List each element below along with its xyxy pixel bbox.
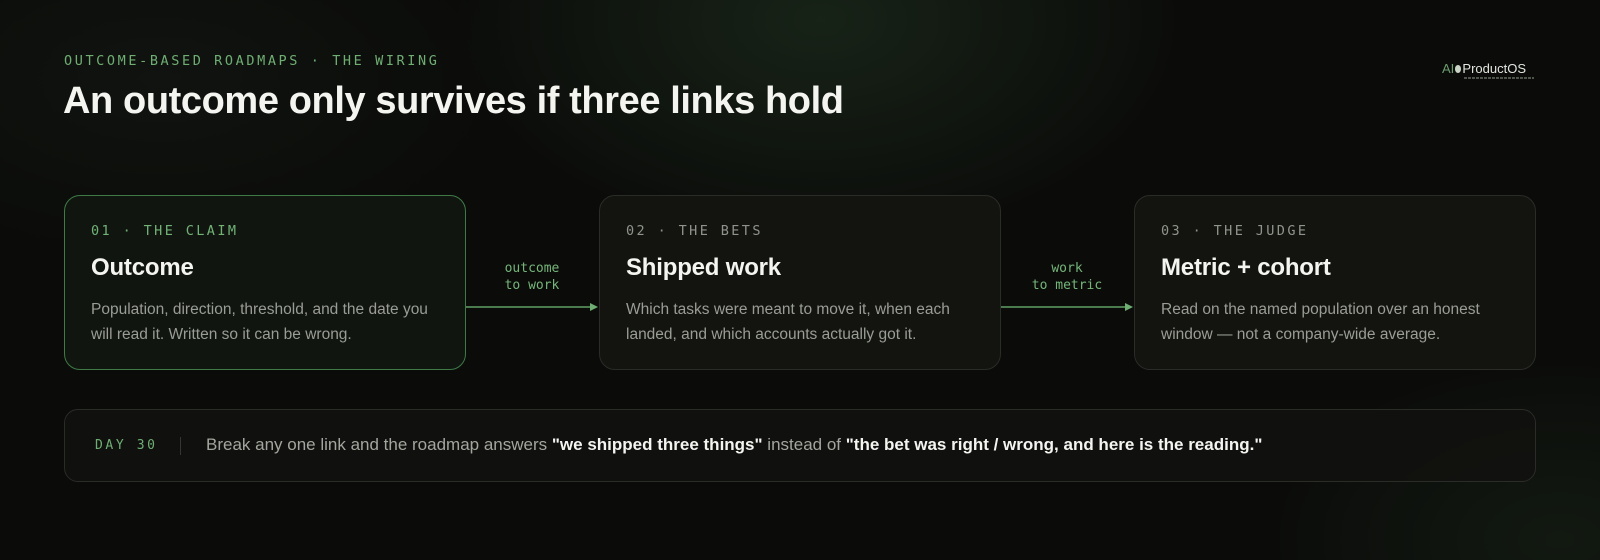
note-text: Break any one link and the roadmap answe… — [206, 435, 1262, 455]
arrow-right-icon — [466, 303, 598, 311]
note-text-middle: instead of — [762, 435, 846, 454]
logo-dot-icon — [1455, 65, 1462, 73]
eyebrow: OUTCOME-BASED ROADMAPS · THE WIRING — [64, 53, 440, 69]
arrow-right-icon — [1001, 303, 1133, 311]
connector-label-line: outcome — [504, 261, 560, 276]
divider — [180, 437, 181, 455]
connector-label: work to metric — [1001, 261, 1133, 294]
card-title: Metric + cohort — [1161, 254, 1331, 281]
card-shipped-work: 02 · THE BETS Shipped work Which tasks w… — [599, 195, 1001, 370]
card-outcome: 01 · THE CLAIM Outcome Population, direc… — [64, 195, 466, 370]
card-title: Outcome — [91, 254, 194, 281]
connector-work-to-metric: work to metric — [1001, 258, 1133, 314]
note-text-before: Break any one link and the roadmap answe… — [206, 435, 552, 454]
card-body: Population, direction, threshold, and th… — [91, 301, 428, 343]
card-body: Read on the named population over an hon… — [1161, 301, 1480, 343]
card-metric-cohort: 03 · THE JUDGE Metric + cohort Read on t… — [1134, 195, 1536, 370]
summary-note: DAY 30 Break any one link and the roadma… — [64, 409, 1536, 482]
card-body: Which tasks were meant to move it, when … — [626, 301, 950, 343]
note-quote-shipped: "we shipped three things" — [551, 435, 763, 454]
connector-label-line: to metric — [1031, 277, 1103, 293]
note-quote-reading: "the bet was right / wrong, and here is … — [845, 435, 1263, 454]
logo-name: ProductOS — [1462, 61, 1526, 76]
day-badge: DAY 30 — [95, 438, 158, 453]
logo-prefix: AI — [1442, 61, 1455, 76]
connector-label-line: work — [1051, 261, 1083, 276]
card-label: 03 · THE JUDGE — [1161, 223, 1309, 239]
connector-label-line: to work — [504, 277, 560, 293]
ai-productos-logo: AI ProductOS — [1442, 61, 1534, 82]
page-title: An outcome only survives if three links … — [63, 80, 844, 122]
logo-tagline — [1464, 77, 1534, 79]
card-label: 02 · THE BETS — [626, 223, 763, 239]
card-title: Shipped work — [626, 254, 781, 281]
card-label: 01 · THE CLAIM — [91, 223, 239, 239]
connector-outcome-to-work: outcome to work — [466, 258, 598, 314]
connector-label: outcome to work — [466, 261, 598, 294]
